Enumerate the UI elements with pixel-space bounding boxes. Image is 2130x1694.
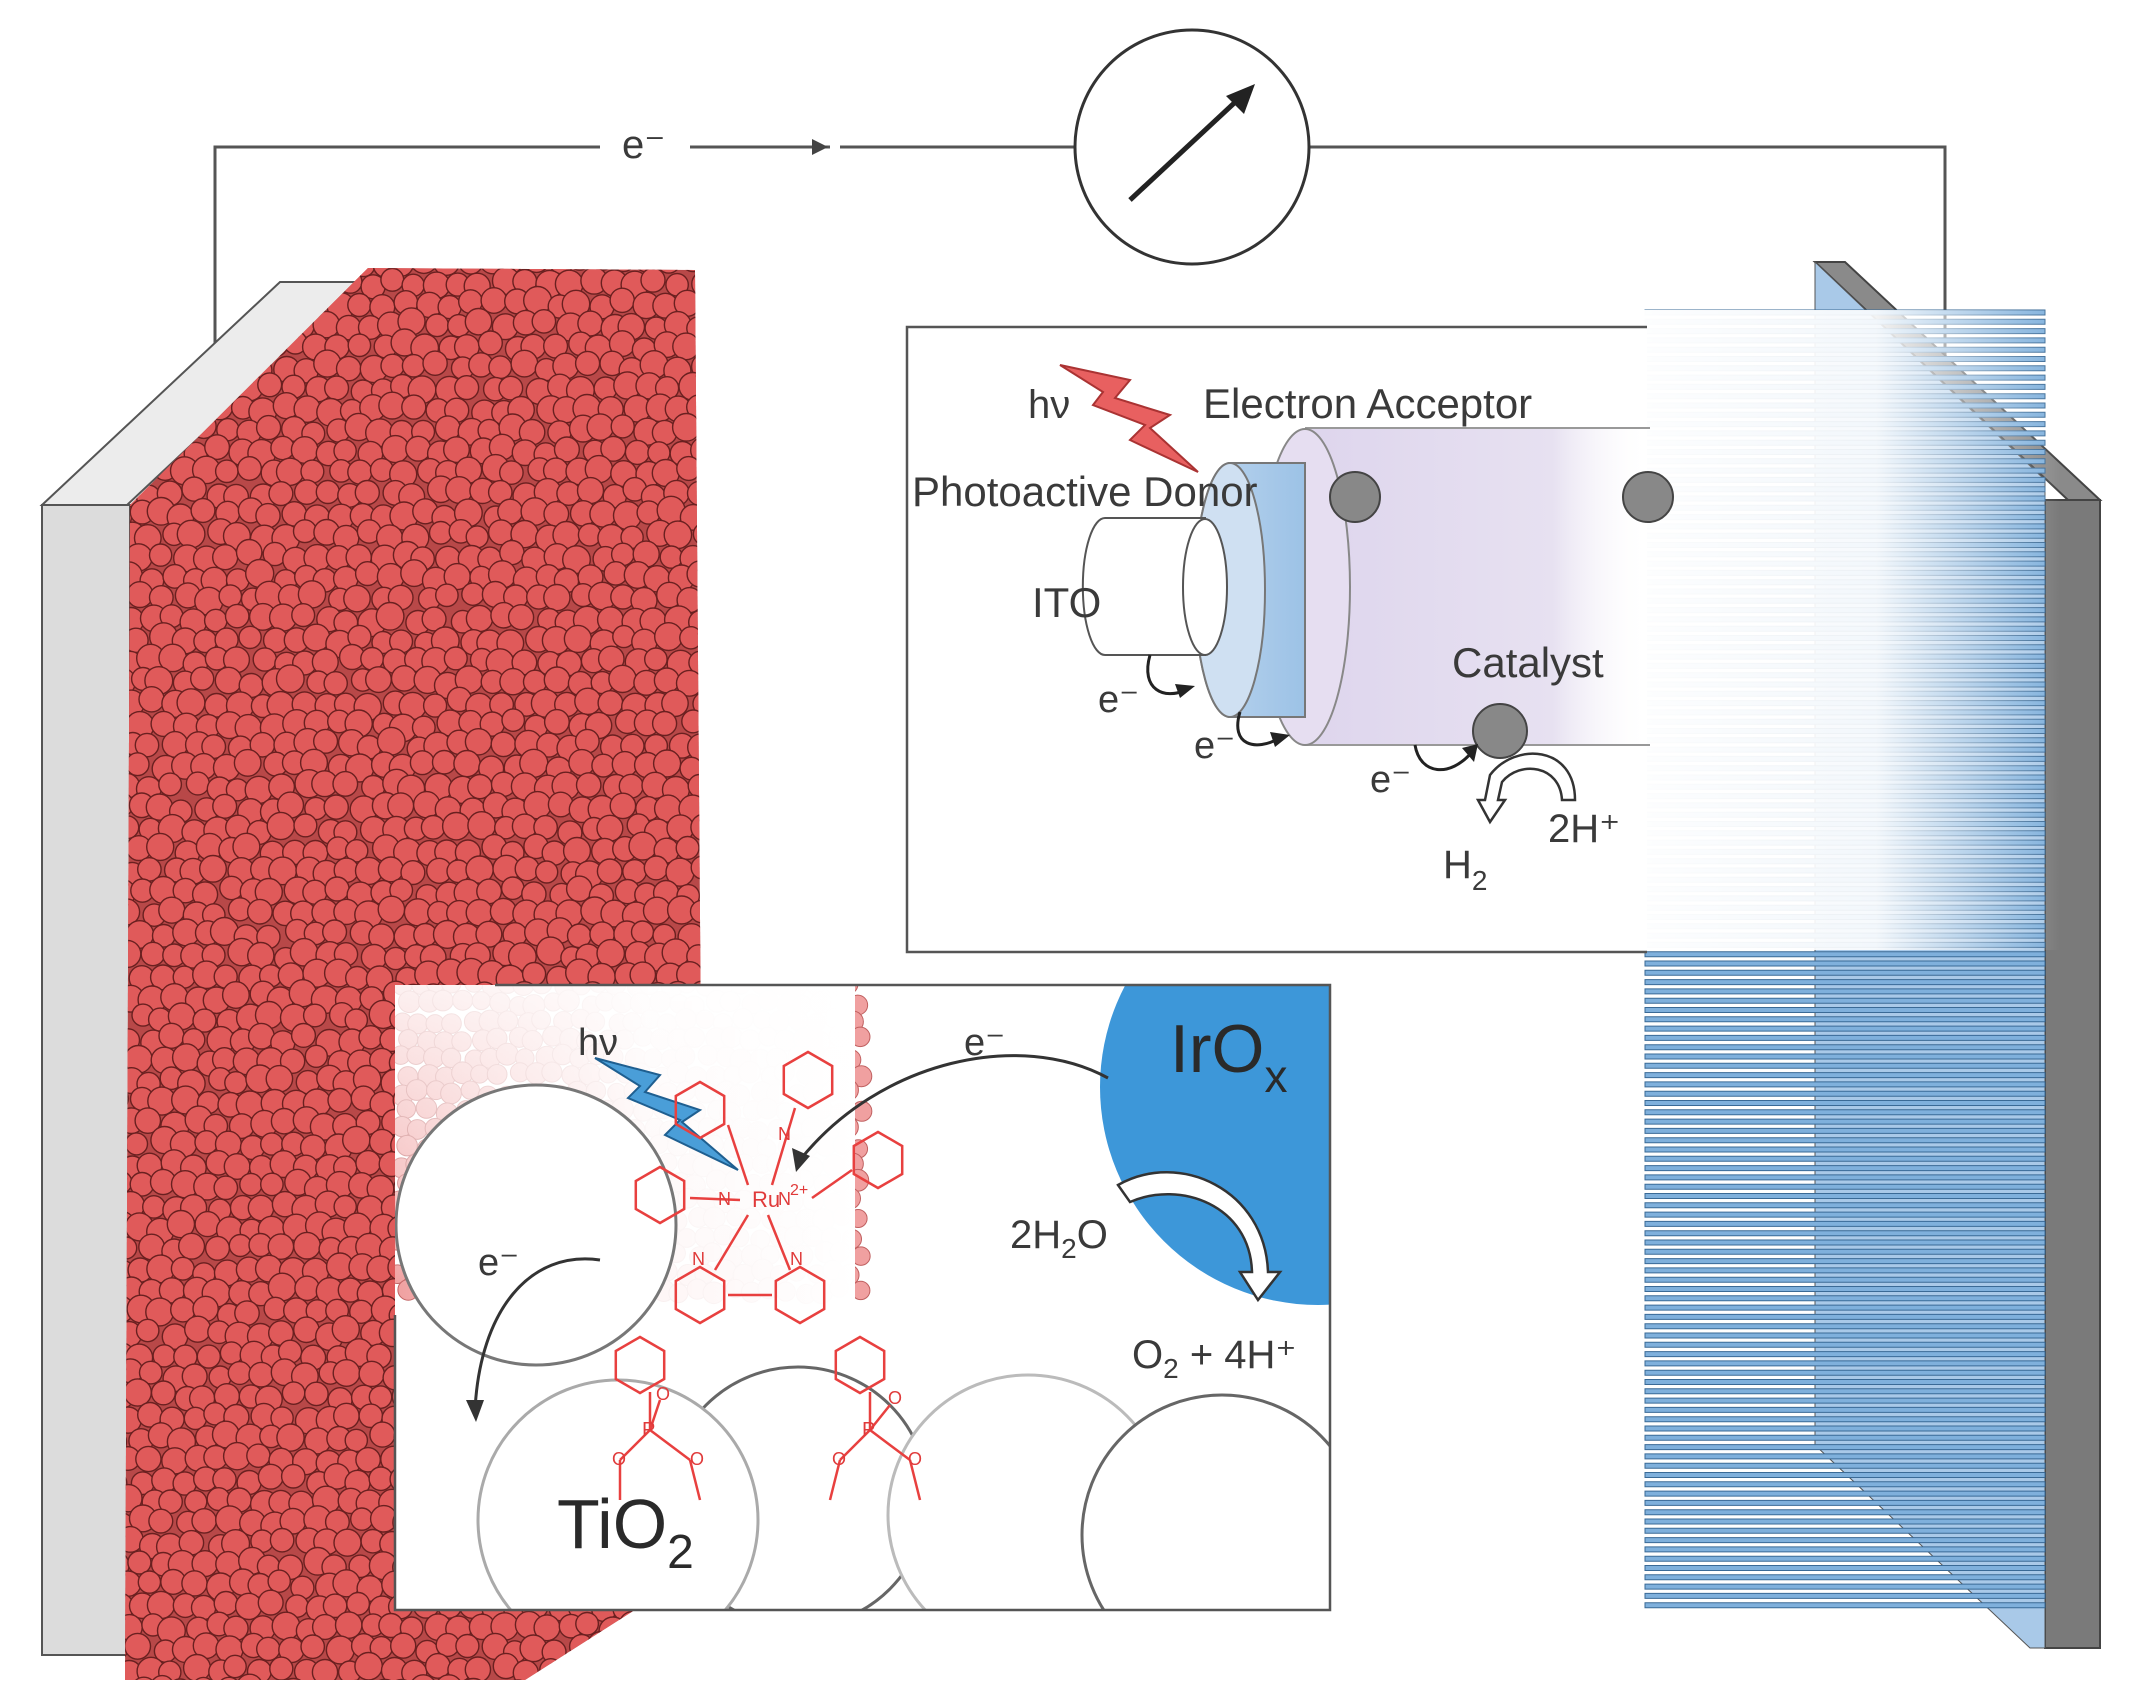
cathode-fade (1600, 310, 2060, 950)
irox-label: IrOx (1170, 1011, 1287, 1102)
two-h2o-label: 2H2O (1010, 1213, 1108, 1264)
nitrogen-label: N (718, 1189, 731, 1209)
dye-bond (766, 1214, 792, 1271)
catalyst-site (1472, 703, 1528, 759)
proton-reduction-arrow (1475, 752, 1577, 825)
electron-acceptor-tube (1259, 427, 1674, 759)
pyridine-ring (674, 1265, 726, 1325)
oxygen-label: O (612, 1449, 626, 1469)
dye-bond (770, 1107, 797, 1186)
pyridine-ring (782, 1050, 834, 1110)
electron-label-2: e⁻ (1194, 725, 1235, 767)
nitrogen-label: N (778, 1189, 791, 1209)
two-h-plus-label: 2H⁺ (1548, 807, 1620, 851)
tio2-sphere-5 (1080, 1393, 1330, 1610)
water-oxidation-arrow (1116, 1171, 1283, 1303)
dye-bond (688, 1459, 702, 1501)
electron-arrow-donor (1236, 711, 1281, 747)
electron-arrow-catalyst (1413, 744, 1474, 771)
phosphorus-label: P (642, 1419, 655, 1441)
hv-label-bottom: hν (578, 1022, 618, 1064)
oxygen-label: O (832, 1449, 846, 1469)
tio2-label: TiO2 (557, 1485, 694, 1579)
nitrogen-label: N (778, 1124, 791, 1144)
ruthenium-charge-label: 2+ (790, 1182, 808, 1199)
pyridine-ring (774, 1265, 826, 1325)
electron-label-1: e⁻ (1098, 679, 1139, 721)
dye-bond (649, 1429, 691, 1461)
light-bolt-red-icon (1059, 364, 1199, 473)
o2-label: O2 + 4H⁺ (1132, 1333, 1297, 1384)
dye-bond (869, 1429, 911, 1461)
catalyst-label: Catalyst (1452, 639, 1604, 686)
pyridine-ring (852, 1130, 904, 1190)
circuit-wire-left (213, 145, 600, 375)
dye-bond (726, 1124, 750, 1186)
photoanode-substrate (39, 281, 368, 1656)
h2-label: H2 (1443, 843, 1487, 896)
circuit-wire-right (1310, 145, 1947, 375)
dye-bond (828, 1459, 842, 1501)
phosphorus-label: P (862, 1419, 875, 1441)
nitrogen-label: N (790, 1249, 803, 1269)
circuit-electron-label: e⁻ (622, 123, 665, 167)
acceptor-site-1 (1329, 471, 1381, 523)
oxygen-label: O (908, 1449, 922, 1469)
light-bolt-blue-icon (594, 1057, 739, 1171)
oxygen-label: O (888, 1388, 902, 1408)
electron-arrow-irox (798, 1054, 1109, 1161)
dye-bond (839, 1429, 871, 1461)
external-circuit: e⁻ (213, 28, 1947, 375)
hv-label-top: hν (1028, 383, 1070, 427)
photoactive-donor-label: Photoactive Donor (912, 468, 1258, 515)
dye-bond (713, 1214, 750, 1271)
cathode-mechanism-inset: hν Electron Acceptor Photoactive Donor I… (905, 325, 1674, 954)
dye-bond (648, 1399, 662, 1431)
pyridine-ring (614, 1335, 666, 1395)
irox-catalyst (1100, 985, 1330, 1305)
dye-bond (811, 1168, 853, 1200)
dye-bond (869, 1404, 891, 1431)
pyridine-ring (674, 1080, 726, 1140)
electron-arrow-tio2 (473, 1257, 601, 1411)
dye-bond (619, 1429, 651, 1461)
tio2-sphere-1 (395, 1083, 678, 1367)
oxygen-label: O (656, 1384, 670, 1404)
ito-core (1081, 517, 1228, 656)
circuit-arrowhead (812, 139, 828, 155)
ruthenium-center-label: Ru (752, 1187, 780, 1212)
dye-bond (689, 1196, 741, 1202)
photocathode (1600, 260, 2103, 1649)
electron-acceptor-label: Electron Acceptor (1203, 380, 1532, 427)
electron-label-3: e⁻ (1370, 759, 1411, 801)
ito-label: ITO (1032, 579, 1101, 626)
meter (1073, 28, 1311, 266)
electron-label-tio2: e⁻ (478, 1242, 519, 1284)
dye-bond (908, 1459, 922, 1501)
acceptor-site-2 (1622, 471, 1674, 523)
pyridine-ring (834, 1335, 886, 1395)
electron-label-irox: e⁻ (964, 1022, 1005, 1064)
oxygen-label: O (690, 1449, 704, 1469)
nitrogen-label: N (692, 1249, 705, 1269)
pyridine-ring (634, 1165, 686, 1225)
